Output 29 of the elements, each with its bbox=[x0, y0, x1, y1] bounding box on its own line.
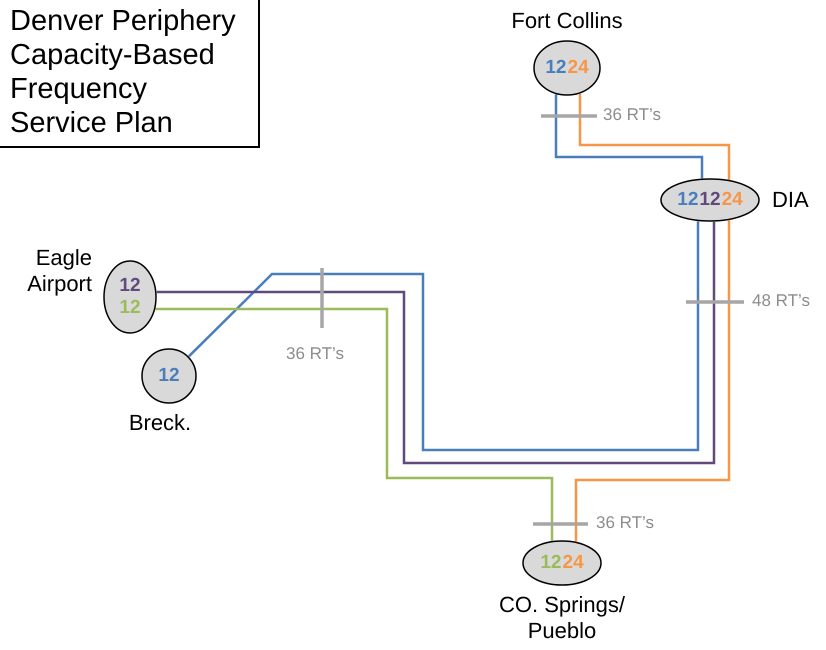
frequency-number: 12 bbox=[158, 366, 180, 386]
frequency-number: 24 bbox=[722, 190, 743, 210]
frequency-number: 12 bbox=[545, 58, 566, 78]
station-name: Breck. bbox=[128, 410, 192, 436]
station-ellipse bbox=[141, 348, 197, 404]
route-line bbox=[578, 94, 730, 180]
station-name: DIA bbox=[772, 187, 810, 213]
frequency-number: 24 bbox=[568, 58, 589, 78]
title-text: Denver Periphery Capacity-Based Frequency Service Plan bbox=[0, 0, 260, 148]
route-line bbox=[554, 94, 704, 178]
route-line bbox=[156, 308, 554, 541]
frequency-number: 24 bbox=[562, 553, 584, 573]
trip-count-label: 48 RT’s bbox=[752, 291, 810, 311]
station-name: CO. Springs/ Pueblo bbox=[498, 592, 626, 644]
frequency-number: 12 bbox=[699, 190, 721, 210]
trip-count-label: 36 RT’s bbox=[603, 105, 661, 125]
trip-count-label: 36 RT’s bbox=[596, 513, 654, 533]
route-line bbox=[574, 220, 730, 542]
trip-count-label: 36 RT’s bbox=[286, 344, 344, 364]
station-ellipse bbox=[522, 540, 602, 586]
frequency-number: 12 bbox=[677, 190, 698, 210]
station-ellipse bbox=[103, 260, 157, 334]
station-name: Eagle Airport bbox=[26, 245, 92, 297]
station-ellipse bbox=[533, 40, 601, 96]
frequency-number: 12 bbox=[540, 553, 562, 573]
station-ellipse bbox=[660, 178, 760, 222]
frequency-number: 12 bbox=[119, 297, 141, 319]
frequency-number: 12 bbox=[119, 275, 141, 297]
station-name: Fort Collins bbox=[510, 8, 624, 34]
